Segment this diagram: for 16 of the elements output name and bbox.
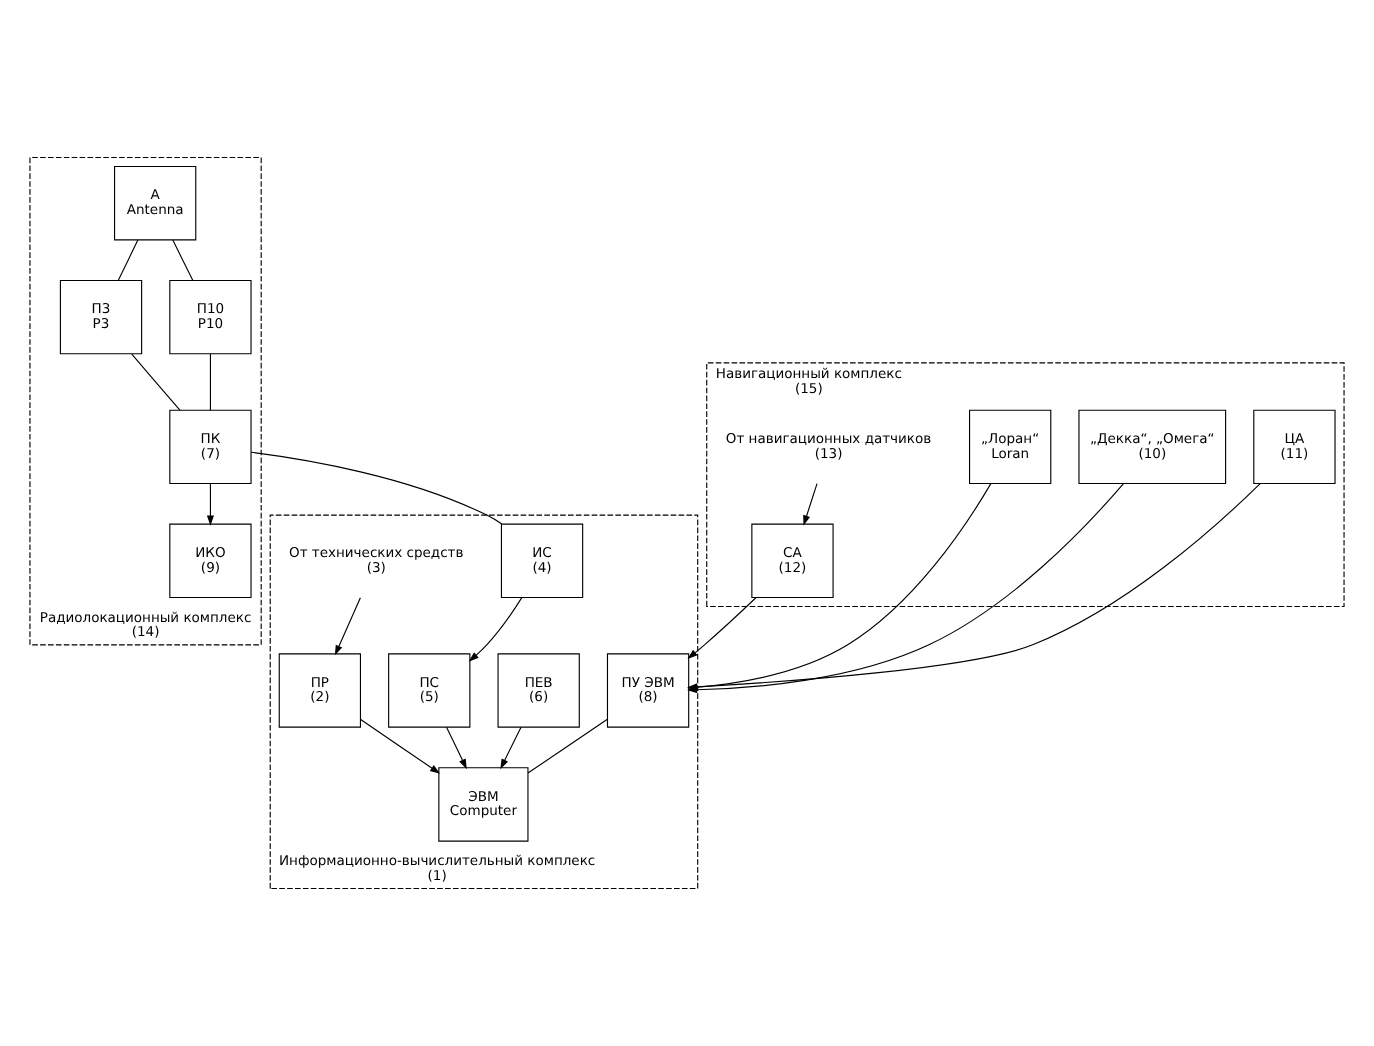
arrow: [687, 597, 757, 659]
arrow: [360, 718, 441, 774]
arrow: [687, 483, 1261, 691]
arrow: [445, 726, 467, 770]
connector: [250, 451, 503, 525]
arrow: [334, 597, 361, 656]
arrow: [468, 597, 523, 662]
arrow: [500, 726, 522, 770]
connector: [172, 239, 194, 281]
connector: [209, 353, 211, 411]
connector: [131, 353, 181, 411]
connector: [527, 718, 608, 774]
arrow: [803, 483, 818, 526]
arrow: [687, 483, 992, 691]
arrow: [206, 483, 214, 526]
connector: [117, 239, 139, 281]
